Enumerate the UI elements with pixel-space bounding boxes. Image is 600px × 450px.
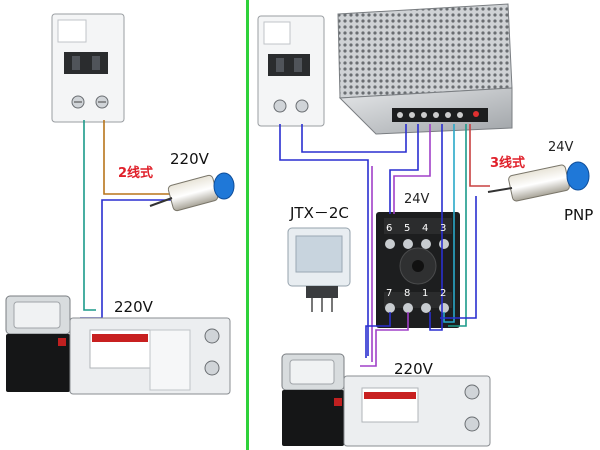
- power-supply-icon: [337, 3, 513, 135]
- relay-socket-icon: [376, 212, 460, 328]
- label-sensor-voltage-right: 24V: [548, 140, 574, 155]
- label-3wire: 3线式: [490, 156, 526, 171]
- label-socket-voltage: 24V: [404, 192, 430, 207]
- right-wires: [279, 124, 490, 367]
- label-relay-model: JTX－2C: [290, 204, 349, 222]
- label-sensor-voltage-left: 220V: [170, 150, 209, 168]
- socket-terminal-label: 1: [422, 288, 429, 299]
- left-wires: [80, 120, 180, 319]
- circuit-breaker-icon: [51, 13, 125, 123]
- socket-terminal-label: 2: [440, 288, 447, 299]
- socket-terminal-label: 3: [440, 223, 447, 234]
- divider-line: [246, 0, 249, 450]
- solenoid-valve-icon: [281, 353, 491, 447]
- solenoid-valve-icon: [5, 295, 231, 395]
- circuit-breaker-icon: [257, 15, 325, 127]
- relay-icon: [287, 227, 351, 312]
- socket-terminal-label: 7: [386, 288, 393, 299]
- socket-terminal-label: 5: [404, 223, 411, 234]
- proximity-sensor-icon: [487, 161, 590, 202]
- label-valve-voltage-left: 220V: [114, 298, 153, 316]
- socket-terminal-label: 4: [422, 223, 429, 234]
- label-2wire: 2线式: [118, 166, 154, 181]
- label-valve-voltage-right: 220V: [394, 360, 433, 378]
- label-sensor-type: PNP: [564, 206, 594, 224]
- proximity-sensor-icon: [149, 172, 235, 212]
- socket-terminal-label: 8: [404, 288, 411, 299]
- socket-terminal-label: 6: [386, 223, 393, 234]
